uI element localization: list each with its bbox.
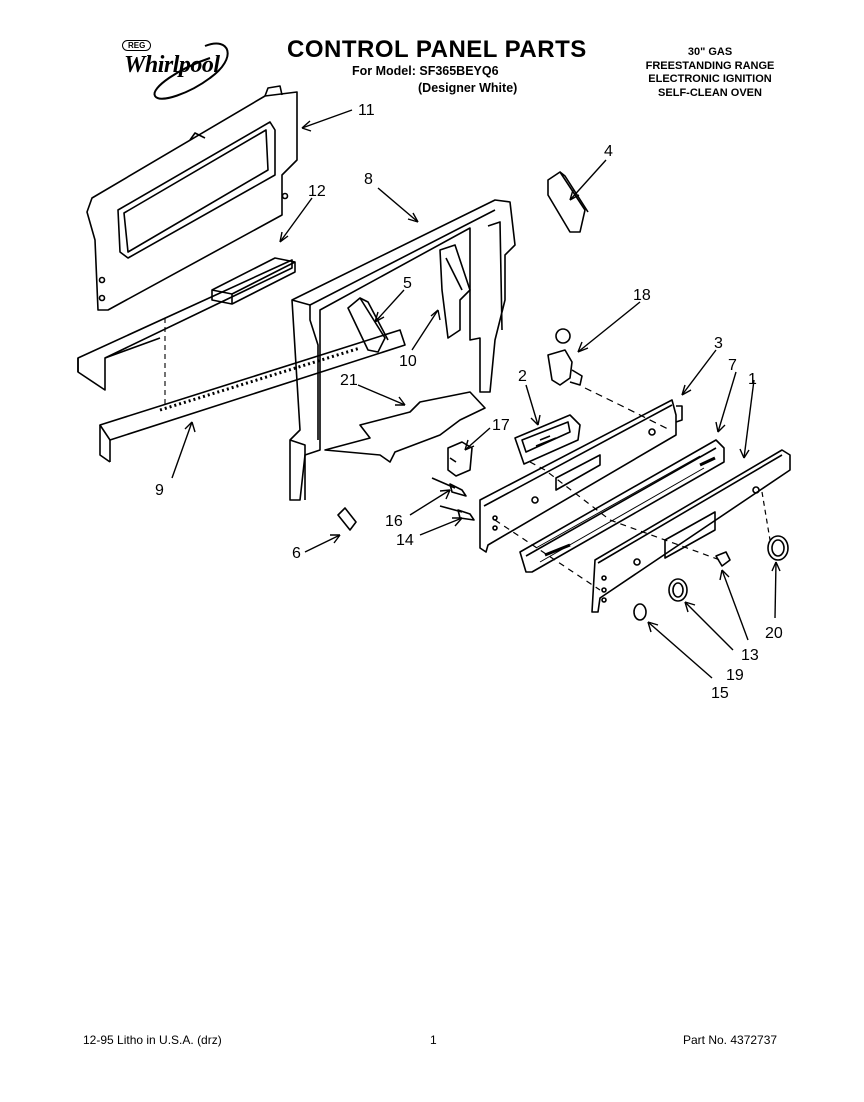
callout-3: 3 (714, 335, 723, 352)
callout-21: 21 (340, 372, 358, 389)
print-info: 12-95 Litho in U.S.A. (drz) (83, 1033, 222, 1047)
brand-name: Whirlpool (124, 52, 220, 78)
part-14-pin (439, 505, 475, 521)
page-title: CONTROL PANEL PARTS (287, 36, 587, 63)
callout-10: 10 (399, 353, 417, 370)
whirlpool-logo (153, 42, 229, 100)
appliance-spec: 30" GAS FREESTANDING RANGE ELECTRONIC IG… (630, 46, 790, 100)
spec-line: SELF-CLEAN OVEN (658, 86, 762, 99)
callout-labels: 11 12 8 4 5 18 10 3 7 1 2 21 17 9 16 14 … (155, 102, 783, 702)
brand-registered-badge: REG (122, 40, 152, 51)
callout-19: 19 (726, 667, 744, 684)
part-4-end-bracket (547, 171, 589, 233)
part-12-bracket (211, 257, 296, 305)
part-1-console (591, 449, 791, 613)
callout-17: 17 (492, 417, 510, 434)
callout-5: 5 (403, 275, 412, 292)
part-17-switch (447, 441, 473, 477)
callout-16: 16 (385, 513, 403, 530)
callout-14: 14 (396, 532, 414, 549)
callout-6: 6 (292, 545, 301, 562)
spec-line: 30" GAS (687, 46, 733, 58)
part-13-knob (715, 551, 731, 567)
callout-1: 1 (748, 371, 757, 388)
part-21-shield (324, 391, 486, 463)
part-9-channel (77, 259, 406, 463)
callout-8: 8 (364, 171, 373, 188)
spec-line: FREESTANDING RANGE (645, 59, 775, 72)
callout-7: 7 (728, 357, 737, 374)
callout-2: 2 (518, 368, 527, 385)
callout-11: 11 (358, 102, 375, 119)
part-16-pin (431, 477, 467, 497)
leader-lines (171, 109, 781, 679)
part-3-control-panel (479, 399, 683, 553)
spec-line: ELECTRONIC IGNITION (648, 73, 772, 85)
part-6-clip (337, 507, 357, 531)
part-18-valve (547, 328, 671, 431)
callout-9: 9 (155, 482, 164, 499)
callout-12: 12 (308, 183, 326, 200)
part-19-knob (668, 578, 688, 602)
part-5-clip (347, 297, 389, 353)
model-variant: (Designer White) (418, 81, 518, 95)
part-11-rear-panel (86, 85, 298, 311)
callout-13: 13 (741, 647, 759, 664)
part-8-control-panel-frame (289, 199, 516, 501)
page-number: 1 (430, 1033, 437, 1047)
callout-18: 18 (633, 287, 651, 304)
callout-4: 4 (604, 143, 613, 160)
model-number: For Model: SF365BEYQ6 (352, 64, 499, 78)
callout-20: 20 (765, 625, 783, 642)
part-20-knob (767, 535, 789, 561)
part-number: Part No. 4372737 (683, 1033, 778, 1047)
part-7-trim (494, 439, 725, 591)
callout-15: 15 (711, 685, 729, 702)
part-10-vertical-bracket (439, 244, 471, 339)
part-15-knob (633, 603, 647, 621)
